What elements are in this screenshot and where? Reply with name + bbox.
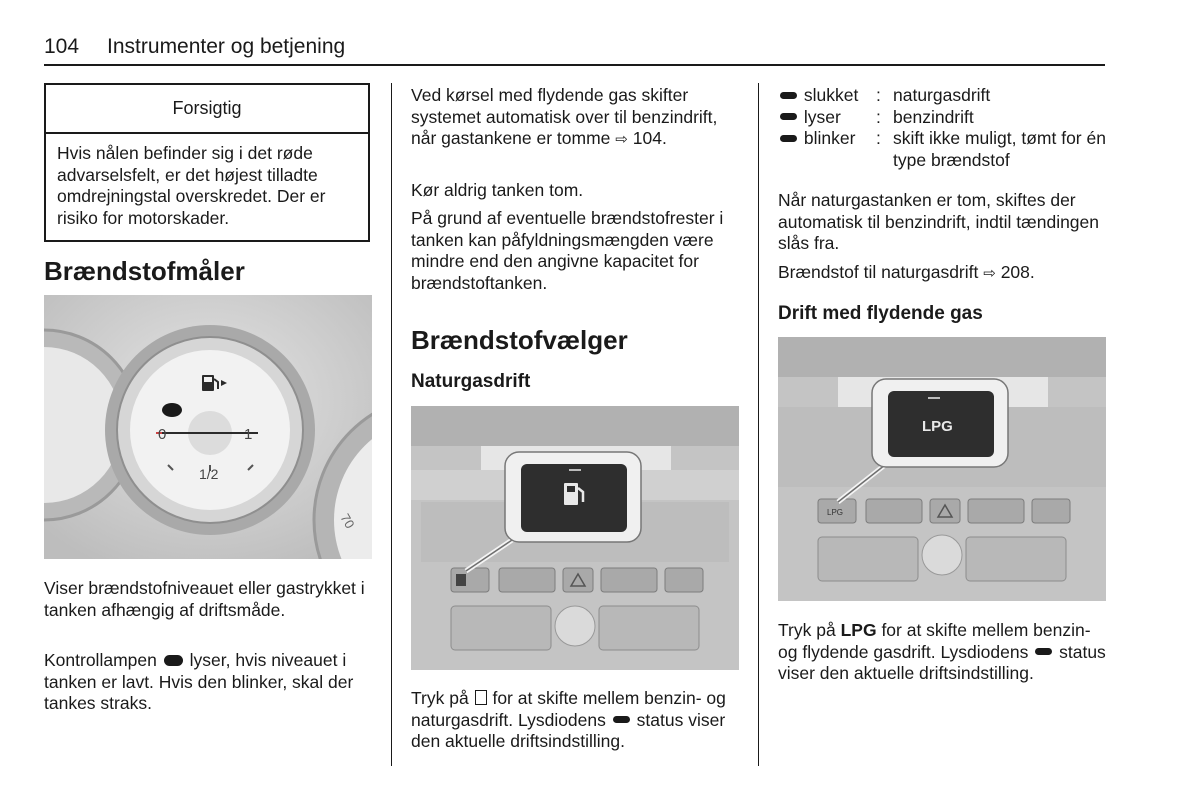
lpg-caption-a: Tryk på bbox=[778, 620, 836, 640]
fuel-gauge-figure: 70 0 1 1/2 bbox=[44, 295, 372, 559]
subheading-natural-gas: Naturgasdrift bbox=[411, 371, 531, 392]
lpg-button-label: LPG bbox=[922, 418, 953, 435]
never-run-empty-text: Kør aldrig tanken tom. bbox=[411, 180, 584, 200]
running-header: 104 Instrumenter og betjening bbox=[44, 34, 345, 60]
led-icon bbox=[780, 113, 797, 121]
console-illustration-lpg: LPG LPG bbox=[778, 337, 1106, 601]
column-divider-1 bbox=[391, 83, 392, 766]
section-title: Instrumenter og betjening bbox=[107, 35, 346, 58]
caution-title: Forsigtig bbox=[46, 85, 368, 134]
cng-fuel-text: Brændstof til naturgasdrift bbox=[778, 262, 979, 282]
lpg-caption-c: for at skifte mellem benzin- og flydende… bbox=[778, 620, 1091, 662]
fuel-warning-lamp-icon bbox=[162, 403, 182, 417]
page-reference[interactable]: 104. bbox=[632, 128, 667, 148]
fuel-pump-icon bbox=[564, 483, 585, 505]
legend-value: skift ikke muligt, tømt for én type bræn… bbox=[893, 128, 1106, 170]
cng-empty-text: Når naturgastanken er tom, skiftes der a… bbox=[778, 190, 1100, 253]
led-inline-icon bbox=[1035, 648, 1053, 656]
cng-caption-a: Tryk på bbox=[411, 688, 469, 708]
legend-value: benzindrift bbox=[893, 106, 974, 127]
legend-row-on: lyser:benzindrift bbox=[778, 107, 1108, 129]
cng-fuel-reference: Brændstof til naturgasdrift ⇨ 208. bbox=[778, 262, 1100, 285]
cng-caption-c: status viser den aktuelle driftsindstill… bbox=[411, 709, 726, 752]
fuel-pump-icon bbox=[202, 375, 227, 391]
reference-arrow-icon: ⇨ bbox=[615, 131, 628, 148]
gauge-label-1: 1 bbox=[244, 426, 252, 443]
legend-row-off: slukket:naturgasdrift bbox=[778, 85, 1108, 107]
gauge-description: Viser brændstofniveauet eller gastrykket… bbox=[44, 578, 365, 620]
caution-text: Hvis nålen befinder sig i det røde advar… bbox=[57, 143, 326, 228]
reference-arrow-icon: ⇨ bbox=[983, 265, 996, 282]
caution-box: Forsigtig Hvis nålen befinder sig i det … bbox=[44, 83, 370, 242]
lpg-caption: Tryk på LPG for at skifte mellem benzin-… bbox=[778, 620, 1108, 685]
led-status-legend: slukket:naturgasdrift lyser:benzindrift … bbox=[778, 85, 1108, 171]
lpg-caption-d: status viser den aktuelle driftsindstill… bbox=[778, 641, 1106, 684]
warning-lamp-text-a: Kontrollampen bbox=[44, 650, 157, 670]
led-icon bbox=[780, 134, 797, 142]
natural-gas-switch-figure bbox=[411, 406, 739, 670]
lpg-caption-bold: LPG bbox=[840, 620, 877, 640]
lpg-auto-switch-text: Ved kørsel med flydende gas skifter syst… bbox=[411, 85, 733, 151]
warning-lamp-description: Kontrollampen lyser, hvis niveauet i tan… bbox=[44, 650, 366, 715]
legend-key: lyser bbox=[803, 106, 841, 127]
page-number: 104 bbox=[44, 35, 80, 58]
heading-fuel-selector: Brændstofvælger bbox=[411, 325, 628, 355]
lpg-switch-figure: LPG LPG bbox=[778, 337, 1106, 601]
gauge-label-0: 0 bbox=[158, 426, 166, 443]
gauge-label-half: 1/2 bbox=[199, 466, 219, 482]
warning-lamp-inline-icon bbox=[163, 654, 183, 666]
subheading-lpg: Drift med flydende gas bbox=[778, 303, 983, 324]
residual-fuel-text: På grund af eventuelle brændstofrester i… bbox=[411, 208, 724, 293]
legend-value: naturgasdrift bbox=[893, 85, 991, 105]
header-rule bbox=[44, 64, 1105, 66]
lpg-small-button-label: LPG bbox=[827, 508, 843, 517]
cng-caption-b: for at skifte mellem benzin- og naturgas… bbox=[411, 688, 726, 730]
warning-lamp-text-b: lyser, hvis niveauet i tanken er lavt. H… bbox=[44, 650, 354, 713]
fuel-pump-inline-icon bbox=[474, 690, 487, 705]
legend-key: slukket bbox=[803, 85, 859, 105]
gauge-label-70: 70 bbox=[337, 511, 357, 531]
legend-row-blinking: blinker:skift ikke muligt, tømt for én t… bbox=[778, 128, 1108, 171]
fuel-gauge-illustration: 70 0 1 1/2 bbox=[44, 295, 372, 559]
led-icon bbox=[780, 91, 797, 99]
legend-key: blinker bbox=[803, 128, 856, 148]
heading-fuel-gauge: Brændstofmåler bbox=[44, 256, 245, 286]
page-reference[interactable]: 208. bbox=[1000, 262, 1035, 282]
column-divider-2 bbox=[758, 83, 759, 766]
led-inline-icon bbox=[612, 716, 630, 724]
console-illustration-cng bbox=[411, 406, 739, 670]
lpg-auto-switch-body: Ved kørsel med flydende gas skifter syst… bbox=[411, 85, 718, 148]
natural-gas-caption: Tryk på for at skifte mellem benzin- og … bbox=[411, 688, 737, 753]
